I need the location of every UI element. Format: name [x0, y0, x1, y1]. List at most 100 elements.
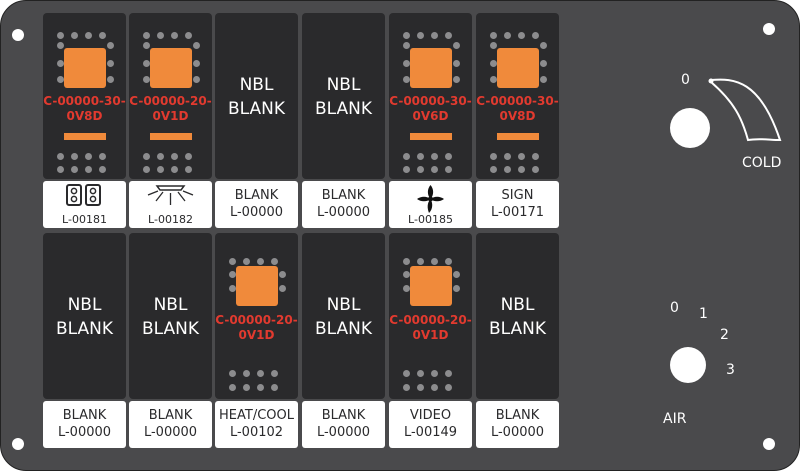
nbl-text: NBL BLANK [129, 293, 212, 341]
dot [143, 76, 150, 83]
rocker-switch-2[interactable]: C-00000-20- 0V1D [129, 13, 212, 179]
label-text: SIGN [501, 188, 534, 203]
rocker-switch-3[interactable]: NBL BLANK [215, 13, 298, 179]
dot [257, 370, 264, 377]
dot [417, 166, 424, 173]
indicator-bar [410, 133, 452, 140]
label-code: L-00102 [229, 425, 284, 440]
dot [445, 384, 452, 391]
label-text: HEAT/COOL [219, 408, 294, 423]
rocker-switch-6[interactable]: C-00000-30- 0V8D [476, 13, 559, 179]
indicator-light [497, 48, 539, 88]
dot [271, 370, 278, 377]
label-code: L-00185 [408, 213, 453, 226]
part-code: C-00000-30- 0V8D [476, 94, 559, 123]
label-code: L-00000 [57, 425, 112, 440]
dot [490, 42, 497, 49]
dot [403, 370, 410, 377]
dot [143, 153, 150, 160]
dot [445, 32, 452, 39]
dot [445, 258, 452, 265]
indicator-light [236, 266, 278, 306]
dot [243, 258, 250, 265]
dot [445, 370, 452, 377]
dot [403, 60, 410, 67]
indicator-bar [150, 133, 192, 140]
dot [279, 271, 286, 278]
dot [143, 166, 150, 173]
rocker-switch-4[interactable]: NBL BLANK [302, 13, 385, 179]
temperature-knob[interactable] [670, 108, 710, 148]
nbl-line2: BLANK [314, 319, 373, 339]
dot [157, 166, 164, 173]
rocker-switch-8[interactable]: NBL BLANK [129, 233, 212, 399]
label-text: BLANK [234, 188, 279, 203]
rocker-switch-5[interactable]: C-00000-30- 0V6D [389, 13, 472, 179]
dot [490, 60, 497, 67]
cold-gradient-wedge [708, 78, 782, 142]
dot [518, 153, 525, 160]
label-code: L-00149 [403, 425, 458, 440]
dot [445, 153, 452, 160]
rocker-switch-1[interactable]: C-00000-30- 0V8D [43, 13, 126, 179]
dot [229, 285, 236, 292]
dot [445, 166, 452, 173]
switch-label-6: SIGN L-00171 [476, 181, 559, 228]
label-code: L-00000 [316, 425, 371, 440]
label-code: L-00000 [490, 425, 545, 440]
dot [417, 384, 424, 391]
temp-zero-label: 0 [681, 72, 690, 88]
dot [157, 153, 164, 160]
dot [403, 76, 410, 83]
dot [143, 60, 150, 67]
rocker-switch-12[interactable]: NBL BLANK [476, 233, 559, 399]
dot [417, 32, 424, 39]
nbl-line1: NBL [239, 75, 274, 95]
switch-label-10: BLANK L-00000 [302, 401, 385, 448]
dot [431, 370, 438, 377]
dot [193, 42, 200, 49]
dot [185, 32, 192, 39]
nbl-text: NBL BLANK [476, 293, 559, 341]
dot [57, 166, 64, 173]
dot [490, 32, 497, 39]
label-code: L-00181 [62, 213, 107, 226]
dot [403, 153, 410, 160]
nbl-line2: BLANK [227, 99, 286, 119]
dot [504, 32, 511, 39]
dot [518, 32, 525, 39]
nbl-line2: BLANK [488, 319, 547, 339]
dot [431, 153, 438, 160]
dot [257, 258, 264, 265]
rocker-switch-7[interactable]: NBL BLANK [43, 233, 126, 399]
dot [279, 285, 286, 292]
dot [403, 285, 410, 292]
screw-bottom-right [763, 438, 775, 450]
dot [453, 60, 460, 67]
switch-label-1: L-00181 [43, 181, 126, 228]
dot [403, 384, 410, 391]
label-code: L-00182 [148, 213, 193, 226]
label-text: BLANK [495, 408, 540, 423]
screw-top-left [12, 29, 24, 41]
rocker-switch-11[interactable]: C-00000-20- 0V1D [389, 233, 472, 399]
indicator-light [410, 266, 452, 306]
part-code: C-00000-20- 0V1D [215, 313, 298, 342]
indicator-light [410, 48, 452, 88]
part-code: C-00000-30- 0V6D [389, 94, 472, 123]
dot [171, 166, 178, 173]
label-code: L-00000 [229, 205, 284, 220]
rocker-switch-9[interactable]: C-00000-20- 0V1D [215, 233, 298, 399]
dot [229, 258, 236, 265]
screw-bottom-left [12, 438, 24, 450]
nbl-line2: BLANK [141, 319, 200, 339]
rocker-switch-10[interactable]: NBL BLANK [302, 233, 385, 399]
part-code: C-00000-30- 0V8D [43, 94, 126, 123]
indicator-bar [497, 133, 539, 140]
switch-label-4: BLANK L-00000 [302, 181, 385, 228]
label-code: L-00000 [143, 425, 198, 440]
air-knob[interactable] [670, 347, 706, 383]
dot [143, 32, 150, 39]
dot [490, 76, 497, 83]
label-text: BLANK [62, 408, 107, 423]
